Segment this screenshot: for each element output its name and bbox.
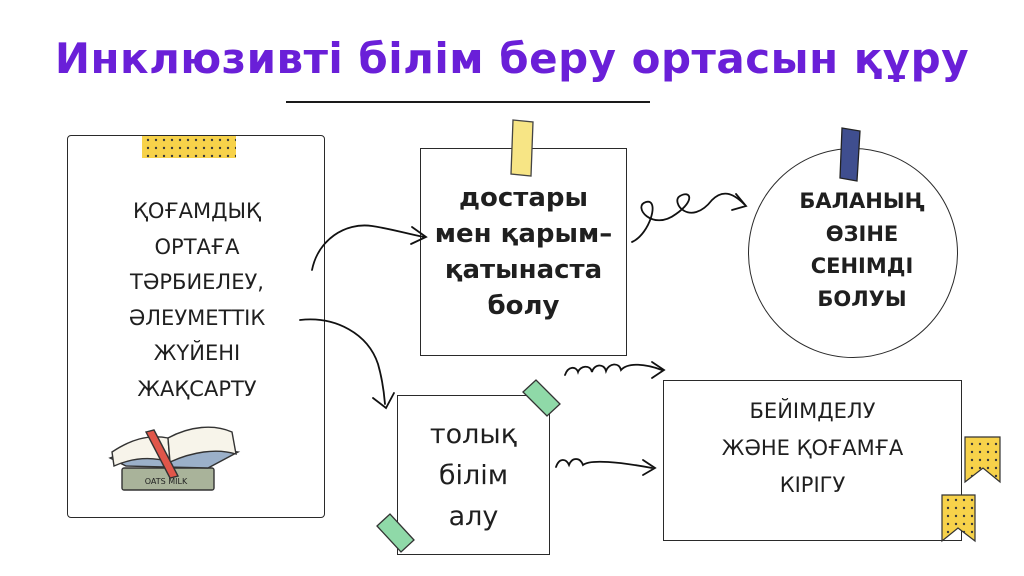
- wavy-line-icon: [564, 361, 666, 379]
- tape-icon: [142, 136, 236, 158]
- right-node-text: БЕЙІМДЕЛУ ЖӘНЕ ҚОҒАМҒА КІРІГУ: [721, 399, 904, 497]
- title-underline: [286, 101, 650, 103]
- mid-bottom-node-card: [397, 395, 550, 555]
- book-spine-label: OATS MILK: [145, 477, 188, 486]
- flag-icon: [941, 436, 1001, 543]
- arrow-left-to-mid-top: [311, 224, 428, 271]
- tape-icon: [376, 379, 561, 553]
- book-stack-icon: OATS MILK: [108, 426, 241, 491]
- squiggle-arrow-icon: [631, 192, 748, 243]
- tape-icon: [510, 119, 534, 177]
- wavy-arrow-icon: [555, 458, 657, 476]
- circle-node: [748, 148, 958, 358]
- arrow-left-to-mid-bottom: [299, 318, 395, 410]
- tape-icon: [839, 127, 861, 182]
- mid-top-node-card: [420, 148, 627, 356]
- mid-bottom-node-text: толық білім алу: [429, 419, 518, 532]
- circle-node-text: БАЛАНЫҢ ӨЗІНЕ СЕНІМДІ БОЛУЫ: [799, 189, 925, 311]
- mid-top-node-text: достары мен қарым– қатынаста болу: [434, 183, 613, 321]
- page-title: Инклюзивті білім беру ортасын құру: [54, 34, 970, 83]
- right-node-card: [663, 380, 962, 541]
- left-node-text: ҚОҒАМДЫҚ ОРТАҒА ТӘРБИЕЛЕУ, ӘЛЕУМЕТТІК ЖҮ…: [128, 199, 266, 401]
